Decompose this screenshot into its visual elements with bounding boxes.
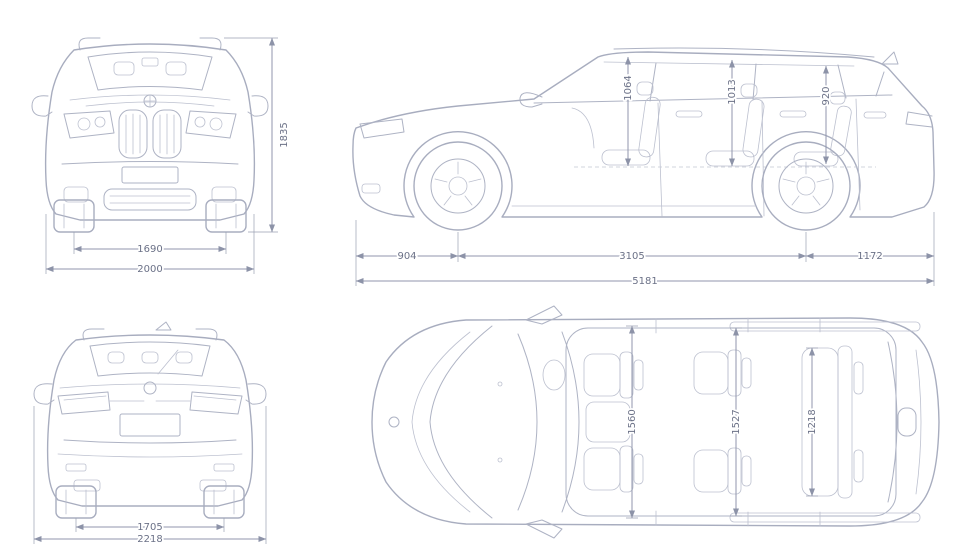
dim-label-front-track: 1690 <box>137 244 162 255</box>
reflector-left <box>65 463 87 472</box>
top-view-drawing <box>371 305 940 539</box>
lower-intake <box>103 188 197 211</box>
front-view-drawing <box>31 37 269 233</box>
dim-label-wheelbase: 3105 <box>619 251 644 262</box>
wheel-left <box>53 199 95 233</box>
rear-view: 1705 2218 <box>33 321 267 546</box>
headlight <box>359 118 405 139</box>
rear-window <box>89 341 211 377</box>
dim-label-front-headroom: 1064 <box>623 75 634 100</box>
rear-wheel <box>761 141 851 231</box>
roof-rail-left <box>78 37 101 51</box>
brand-logo <box>388 416 400 428</box>
door-handle <box>675 110 703 118</box>
grille-left <box>118 109 148 159</box>
reflector-right <box>213 463 235 472</box>
mirror-top <box>525 305 563 325</box>
headrest <box>165 61 187 76</box>
fog-light-left <box>63 186 89 203</box>
side-view: 1064 1013 920 904 3105 1172 5181 <box>352 47 935 289</box>
side-mirror <box>519 92 543 108</box>
rear-view-dimensions: 1705 2218 <box>33 406 267 546</box>
headrest <box>175 351 193 364</box>
headrest <box>141 351 159 364</box>
third-row-bench <box>801 345 864 499</box>
top-view-dimensions: 1560 1527 1218 <box>625 325 820 519</box>
rear-wiper <box>157 349 179 375</box>
mirror-left <box>33 383 55 405</box>
middle-seats <box>693 349 752 495</box>
top-view: 1560 1527 1218 <box>371 305 940 539</box>
front-view-dimensions: 1835 1690 2000 <box>45 37 292 277</box>
roof-rail-right <box>199 37 222 51</box>
license-plate <box>119 413 181 437</box>
headlight-left <box>63 110 115 139</box>
dim-label-overall-length: 5181 <box>632 276 657 287</box>
dim-label-width-incl-mirrors: 2218 <box>137 534 162 545</box>
tail-light-left <box>57 391 111 415</box>
roof-rail-right <box>195 328 218 341</box>
door-handle <box>779 110 807 118</box>
license-plate <box>121 166 179 184</box>
windshield-base <box>517 333 538 511</box>
roof-rail-left <box>82 328 105 341</box>
mirror-bottom <box>525 519 563 539</box>
windshield <box>87 51 213 91</box>
dim-label-rear-track: 1705 <box>137 522 162 533</box>
tail-light-right <box>189 391 243 415</box>
roof-rail <box>613 47 875 58</box>
roof-rail-top <box>729 321 921 332</box>
dim-label-rear-headroom: 920 <box>821 86 832 105</box>
dim-label-rear-shoulder-width: 1218 <box>807 409 818 434</box>
antenna-fin <box>881 51 899 65</box>
rearview-mirror <box>141 57 159 67</box>
roof-rail-bottom <box>729 512 921 523</box>
washer-nozzle <box>497 457 503 463</box>
dim-label-middle-shoulder-width: 1527 <box>731 409 742 434</box>
mirror-left <box>31 95 53 117</box>
front-view: 1835 1690 2000 <box>31 37 292 277</box>
tail-light <box>905 111 933 128</box>
dim-label-middle-headroom: 1013 <box>727 79 738 104</box>
fog-light-right <box>211 186 237 203</box>
side-view-drawing <box>352 47 935 231</box>
antenna-fin <box>155 321 172 331</box>
dim-label-rear-overhang: 1172 <box>857 251 882 262</box>
wheel-right <box>205 199 247 233</box>
dim-label-overall-height: 1835 <box>279 122 290 147</box>
fog-light <box>361 183 381 194</box>
headlight-right <box>185 110 237 139</box>
dim-label-front-overhang: 904 <box>397 251 416 262</box>
windshield-top <box>561 331 580 513</box>
seat-row-3 <box>793 91 852 167</box>
headrest <box>107 351 125 364</box>
door-handle <box>863 111 887 119</box>
steering-wheel <box>542 359 566 391</box>
washer-nozzle <box>497 381 503 387</box>
mirror-right <box>247 95 269 117</box>
rear-view-drawing <box>33 321 267 519</box>
dim-label-front-shoulder-width: 1560 <box>627 409 638 434</box>
brand-logo <box>143 381 157 395</box>
mirror-right <box>245 383 267 405</box>
dim-label-overall-width: 2000 <box>137 264 162 275</box>
front-wheel <box>413 141 503 231</box>
rear-window <box>887 341 898 503</box>
headrest <box>113 61 135 76</box>
center-console <box>585 401 631 443</box>
side-view-dimensions: 1064 1013 920 904 3105 1172 5181 <box>355 56 935 289</box>
antenna-fin <box>897 407 917 437</box>
grille-right <box>152 109 182 159</box>
